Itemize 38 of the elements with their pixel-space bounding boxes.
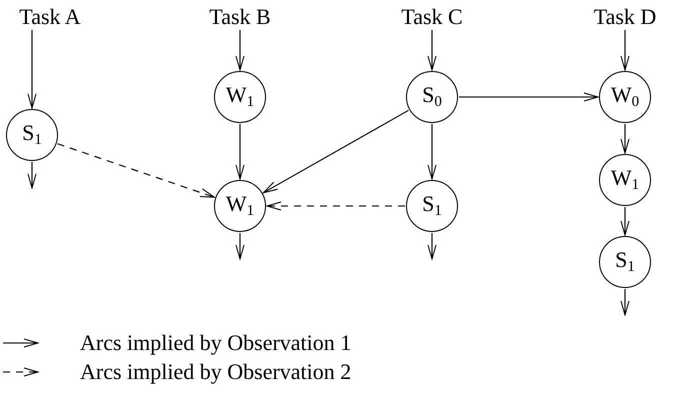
task-label: Task D [580, 4, 670, 30]
arrow [620, 289, 630, 316]
arrow [236, 124, 244, 180]
arrow [28, 30, 36, 108]
state-circle [406, 180, 458, 232]
arrow [428, 124, 436, 180]
state-label: W$_{0}$ [610, 84, 640, 110]
state-label: W$_{1}$ [610, 167, 640, 193]
state-circle [6, 109, 58, 161]
legend-text: Arcs implied by Observation 1 [80, 330, 352, 356]
task-label: Task B [195, 4, 285, 30]
arrow [236, 30, 244, 70]
arrow [428, 233, 436, 260]
arrow [620, 207, 630, 236]
arrow [620, 124, 630, 154]
state-label: W$_{1}$ [226, 84, 254, 110]
state-label: S$_{1}$ [615, 249, 635, 275]
state-circle [599, 71, 651, 123]
arrow [236, 233, 244, 260]
state-circle [599, 154, 651, 206]
state-label: S$_{0}$ [422, 84, 442, 110]
arrow [266, 202, 405, 210]
task-label: Task A [5, 4, 95, 30]
state-circle [214, 180, 266, 232]
arrow [428, 30, 436, 70]
arrow [620, 30, 630, 70]
legend-text: Arcs implied by Observation 2 [80, 359, 352, 385]
state-circle [214, 71, 266, 123]
state-label: S$_{1}$ [422, 193, 442, 219]
arrow [459, 92, 598, 102]
state-circle [406, 71, 458, 123]
state-label: W$_{1}$ [226, 193, 254, 219]
task-label: Task C [387, 4, 477, 30]
arrow [262, 110, 409, 194]
state-circle [599, 236, 651, 288]
state-label: S$_{1}$ [22, 122, 42, 148]
arrow [57, 143, 215, 198]
arrow [28, 162, 36, 188]
